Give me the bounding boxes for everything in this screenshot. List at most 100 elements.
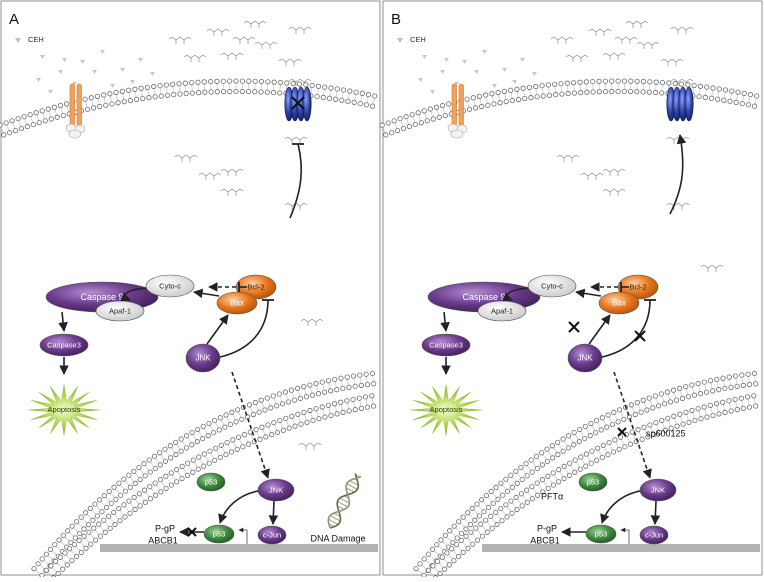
lipid-head [535, 466, 539, 470]
lipid-head [605, 425, 609, 429]
lipid-head [595, 446, 599, 450]
lipid-head [510, 511, 514, 515]
lipid-head [690, 408, 694, 412]
lipid-head [127, 499, 131, 503]
lipid-head [137, 465, 141, 469]
lipid-head [48, 547, 52, 551]
lipid-head [253, 400, 257, 404]
lipid-head [442, 567, 446, 571]
lipid-head [599, 428, 603, 432]
p53-node-label: p53 [587, 477, 600, 486]
lipid-head [347, 385, 351, 389]
lipid-head [498, 101, 502, 105]
lipid-head [184, 434, 188, 438]
lipid-head [482, 510, 486, 514]
lipid-head [489, 489, 493, 493]
lipid-head [43, 119, 47, 123]
lipid-head [422, 573, 426, 577]
lipid-head [464, 527, 468, 531]
lipid-head [530, 484, 534, 488]
lipid-head [704, 390, 708, 394]
lipid-head [524, 488, 528, 492]
lipid-head [514, 495, 518, 499]
lipid-head [447, 563, 451, 567]
caspase9-node-label: Caspase 9 [80, 292, 123, 302]
cjun-node-label: c-Jun [263, 530, 281, 539]
lipid-head [419, 120, 423, 124]
lipid-head [662, 402, 666, 406]
lipid-head [266, 423, 270, 427]
lipid-head [547, 93, 551, 97]
lipid-head [752, 104, 756, 108]
lipid-head [82, 527, 86, 531]
p53-node: p53 [579, 473, 607, 491]
lipid-head [278, 418, 282, 422]
lipid-head [100, 510, 104, 514]
lipid-head [291, 81, 295, 85]
lipid-head [504, 99, 508, 103]
lipid-head [159, 490, 163, 494]
lipid-head [179, 449, 183, 453]
panel-letter: B [391, 11, 401, 28]
lipid-head [329, 413, 333, 417]
lipid-head [484, 493, 488, 497]
lipid-head [138, 504, 142, 508]
lipid-head [209, 90, 213, 94]
lipid-head [165, 93, 169, 97]
lipid-head [260, 425, 264, 429]
lipid-head [600, 416, 604, 420]
lipid-head [606, 452, 610, 456]
lipid-head [495, 522, 499, 526]
lipid-head [521, 86, 525, 90]
lipid-head [345, 375, 349, 379]
lipid-head [515, 87, 519, 91]
lipid-head [189, 80, 193, 84]
lipid-head [502, 89, 506, 93]
lipid-head [180, 476, 184, 480]
lipid-head [440, 555, 444, 559]
lipid-head [148, 470, 152, 474]
lipid-head [505, 489, 509, 493]
lipid-head [259, 398, 263, 402]
lipid-head [297, 82, 301, 86]
lipid-head [486, 103, 490, 107]
lipid-head [483, 518, 487, 522]
lipid-head [753, 382, 757, 386]
lipid-head [741, 383, 745, 387]
lipid-head [705, 415, 709, 419]
lipid-head [674, 398, 678, 402]
pgp-label: P-gP [537, 523, 557, 533]
lipid-head [308, 383, 312, 387]
lipid-head [278, 91, 282, 95]
lipid-head [326, 379, 330, 383]
lipid-head [692, 83, 696, 87]
lipid-head [116, 101, 120, 105]
lipid-head [479, 104, 483, 108]
lipid-head [19, 126, 23, 130]
lipid-head [679, 82, 683, 86]
lipid-head [639, 410, 643, 414]
lipid-head [509, 499, 513, 503]
lipid-head [681, 422, 685, 426]
lipid-head [545, 447, 549, 451]
lipid-head [335, 387, 339, 391]
lipid-head [566, 91, 570, 95]
lipid-head [70, 524, 74, 528]
lipid-head [79, 515, 83, 519]
lipid-head [628, 89, 632, 93]
p53-dna-node: p53 [204, 525, 234, 543]
lipid-head [172, 92, 176, 96]
lipid-head [622, 417, 626, 421]
lipid-head [359, 383, 363, 387]
lipid-head [251, 412, 255, 416]
lipid-head [133, 507, 137, 511]
channel-subunit [685, 87, 693, 121]
lipid-head [164, 83, 168, 87]
lipid-head [52, 105, 56, 109]
lipid-head [752, 394, 756, 398]
lipid-head [492, 102, 496, 106]
dna-strand-bar [100, 544, 378, 552]
lipid-head [364, 103, 368, 107]
lipid-head [539, 451, 543, 455]
